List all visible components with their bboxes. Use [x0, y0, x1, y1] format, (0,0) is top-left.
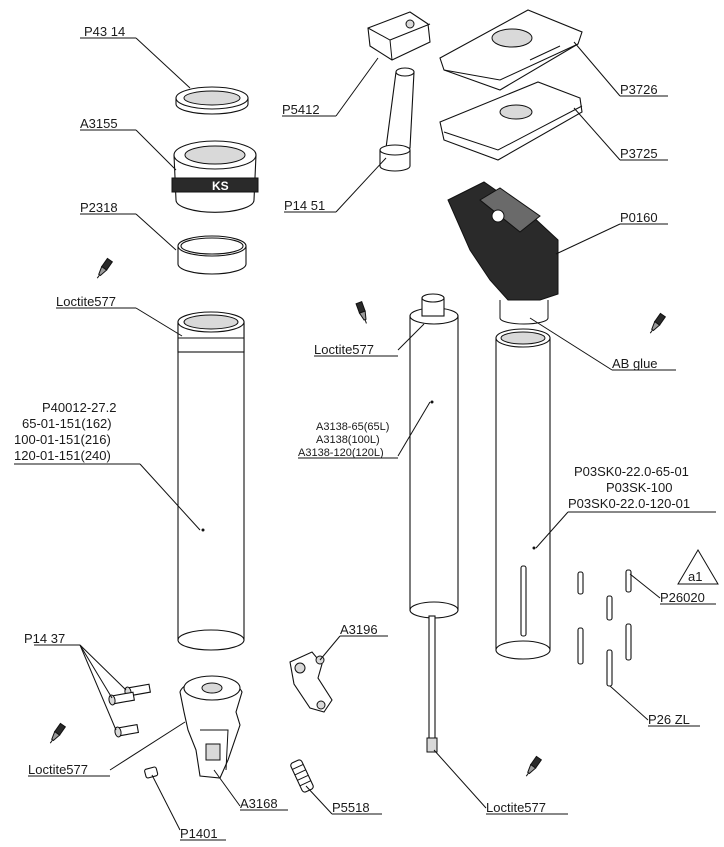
loctite-tube-icon [525, 755, 543, 777]
label-p3725: P3725 [620, 146, 658, 161]
label-p1451: P14 51 [284, 198, 325, 213]
loctite-tube-icon [96, 257, 114, 279]
label-p40012-line1: P40012-27.2 [42, 400, 116, 415]
label-loctite-top-left: Loctite577 [56, 294, 116, 309]
part-p26-pins [577, 569, 632, 687]
label-p40012-line2: 65-01-151(162) [22, 416, 112, 431]
label-loctite-middle: Loctite577 [314, 342, 374, 357]
label-a3168: A3168 [240, 796, 278, 811]
part-p3725-clamp-bottom [439, 81, 583, 161]
label-a3138-line1: A3138-65(65L) [316, 421, 389, 433]
label-p26zl: P26 ZL [648, 712, 690, 727]
loctite-tube-icon [649, 312, 667, 334]
part-a3155-collar: KS [171, 140, 259, 213]
leader-lines [79, 37, 661, 831]
part-p3726-clamp-top [439, 9, 583, 91]
part-p5518-spring [290, 759, 314, 793]
label-p2318: P2318 [80, 200, 118, 215]
label-p4314: P43 14 [84, 24, 125, 39]
part-p5412-cap [367, 11, 431, 61]
part-p1451-tube [379, 67, 415, 172]
label-p26020: P26020 [660, 590, 705, 605]
label-p5412: P5412 [282, 102, 320, 117]
label-p1401: P1401 [180, 826, 218, 841]
part-a3196-lever [289, 651, 333, 713]
part-p03sk0-inner-tube [495, 328, 551, 660]
label-p03-line1: P03SK0-22.0-65-01 [574, 464, 689, 479]
label-p1437: P14 37 [24, 631, 65, 646]
label-p5518: P5518 [332, 800, 370, 815]
part-a3138-cartridge [409, 293, 459, 753]
label-a3138-line3: A3138-120(120L) [298, 447, 384, 459]
label-p03-line2: P03SK-100 [606, 480, 673, 495]
part-p4314-seal [175, 86, 249, 115]
part-labels: P43 14 A3155 P2318 Loctite577 P40012-27.… [14, 24, 719, 841]
label-p3726: P3726 [620, 82, 658, 97]
label-a1: a1 [688, 569, 702, 584]
ks-logo: KS [212, 179, 229, 193]
part-p1437-screws [108, 683, 151, 738]
label-p40012-line4: 120-01-151(240) [14, 448, 111, 463]
label-p03-line3: P03SK0-22.0-120-01 [568, 496, 690, 511]
label-p40012-line3: 100-01-151(216) [14, 432, 111, 447]
label-a3155: A3155 [80, 116, 118, 131]
label-a3196: A3196 [340, 622, 378, 637]
weld-triangle-icon [677, 549, 719, 585]
label-p0160: P0160 [620, 210, 658, 225]
part-p1401-pin [144, 766, 159, 779]
part-a3168-actuator [179, 675, 243, 779]
part-p2318-bushing [177, 235, 247, 275]
part-p0160-head [447, 181, 559, 325]
label-loctite-bottom-left: Loctite577 [28, 762, 88, 777]
part-p40012-outer-tube [177, 311, 245, 651]
label-a3138-line2: A3138(100L) [316, 434, 380, 446]
label-loctite-bottom-center: Loctite577 [486, 800, 546, 815]
label-ab-glue: AB glue [612, 356, 658, 371]
loctite-tube-icon [49, 722, 67, 744]
loctite-tube-icon [355, 301, 367, 324]
